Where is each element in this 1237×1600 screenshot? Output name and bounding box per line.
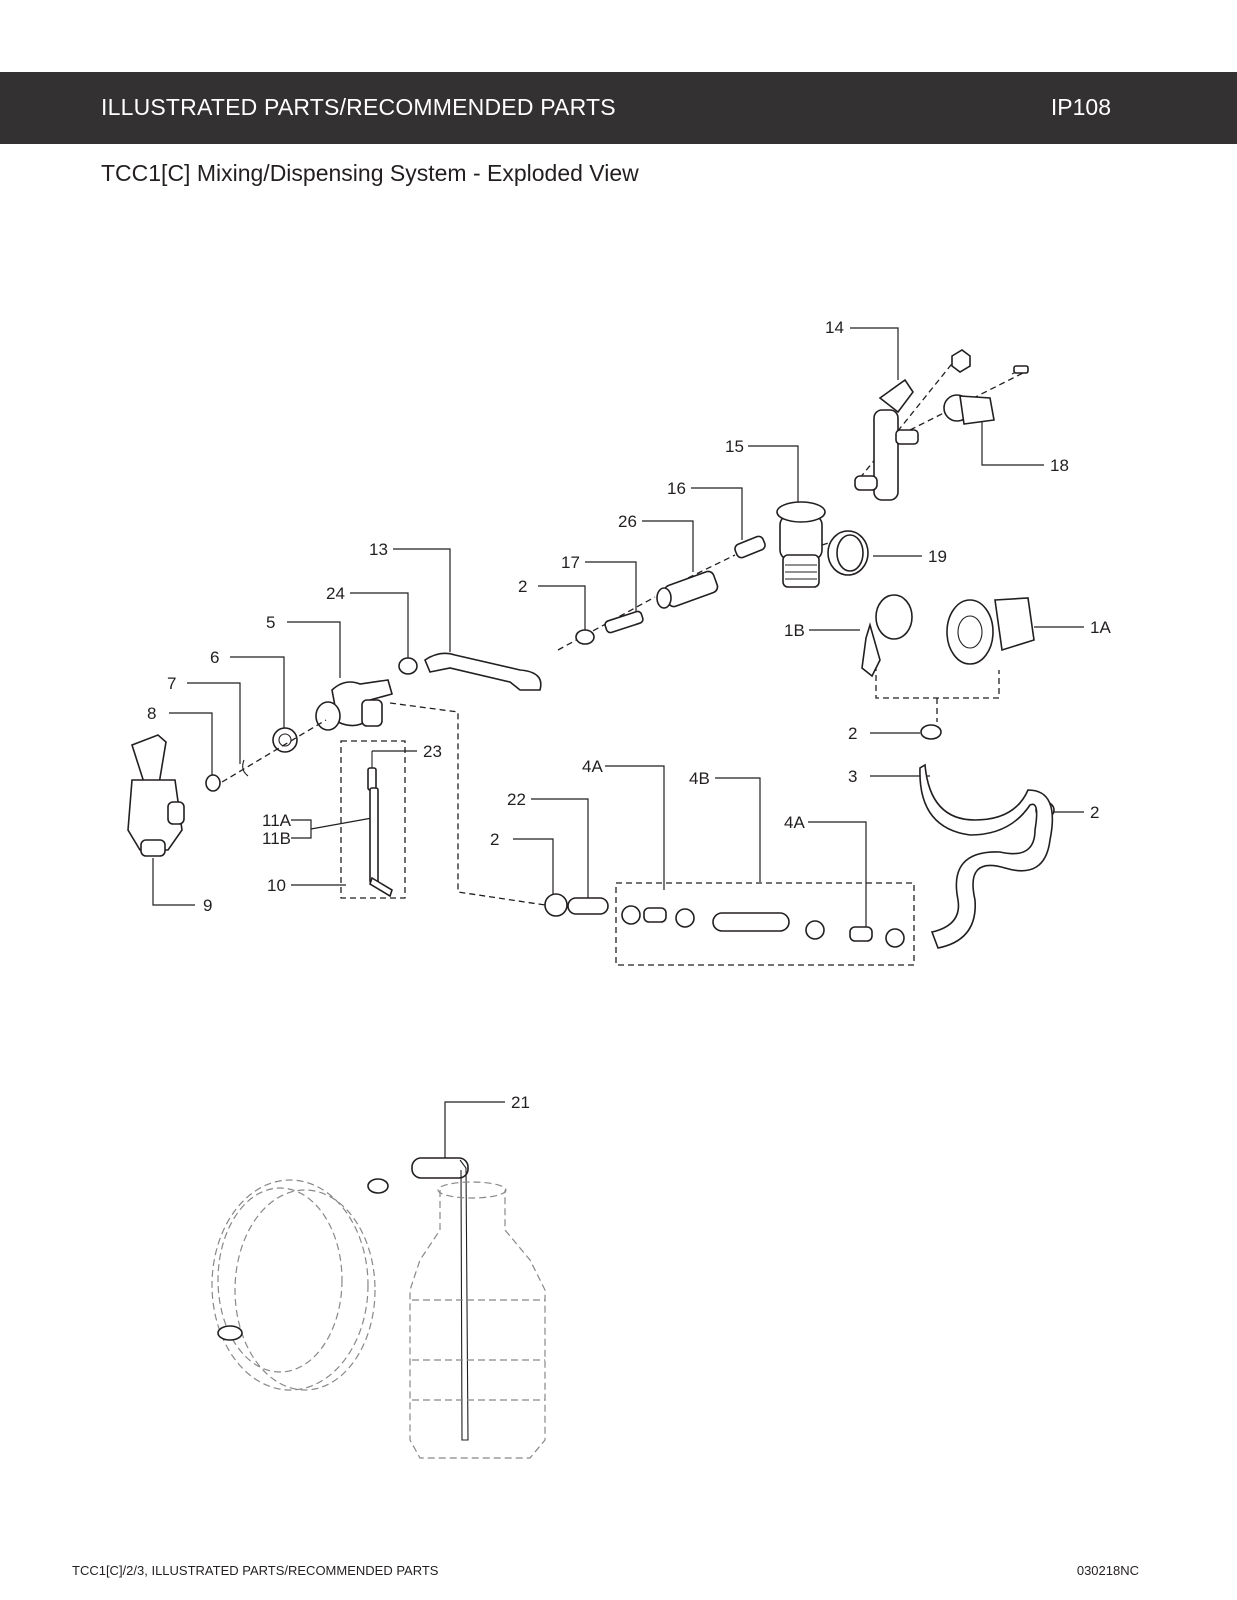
part-24-clamp	[398, 657, 418, 675]
callout-1b: 1B	[784, 621, 805, 640]
part-22-tube	[567, 897, 609, 915]
part-4b-tube	[712, 912, 790, 932]
footer-revision-code: 030218NC	[1076, 1563, 1139, 1578]
page-subtitle: TCC1[C] Mixing/Dispensing System - Explo…	[101, 160, 639, 186]
callout-18: 18	[1050, 456, 1069, 475]
callout-labels: 14 18 15 16 26 19 13 17 2 24 5 1B 1A 6 7…	[147, 318, 1111, 1112]
callout-15: 15	[725, 437, 744, 456]
callout-11a: 11A	[262, 811, 292, 830]
callout-10: 10	[267, 876, 286, 895]
part-1a-bag-connector	[946, 597, 1035, 665]
callout-7: 7	[167, 674, 176, 693]
callout-23: 23	[423, 742, 442, 761]
page-code: IP108	[1050, 94, 1111, 120]
part-14-tee-fitting	[854, 349, 971, 501]
coiled-hose-outline	[211, 1178, 389, 1391]
part-8-washer	[205, 774, 221, 792]
part-19-cap-ring	[827, 530, 869, 576]
callout-8: 8	[147, 704, 156, 723]
callout-19: 19	[928, 547, 947, 566]
callout-4a: 4A	[582, 757, 603, 776]
jug-outline	[409, 1181, 546, 1459]
part-10-t-handle	[369, 876, 393, 898]
part-6-nut	[272, 727, 298, 753]
callout-26: 26	[618, 512, 637, 531]
part-17-barb-fitting	[604, 610, 644, 634]
callout-16: 16	[667, 479, 686, 498]
part-21-pickup-tube	[411, 1157, 469, 1441]
header-title: ILLUSTRATED PARTS/RECOMMENDED PARTS	[101, 94, 616, 120]
callout-3: 3	[848, 767, 857, 786]
footer-document-ref: TCC1[C]/2/3, ILLUSTRATED PARTS/RECOMMEND…	[72, 1563, 439, 1578]
part-13-hose	[424, 652, 542, 691]
part-4a-connector	[643, 907, 667, 923]
assembly-axis	[221, 719, 327, 783]
part-11-probe-rod	[367, 751, 379, 884]
callout-22: 22	[507, 790, 526, 809]
part-15-mixing-chamber	[776, 501, 826, 588]
callout-4a: 4A	[784, 813, 805, 832]
callout-2: 2	[848, 724, 857, 743]
callout-9: 9	[203, 896, 212, 915]
callout-2: 2	[518, 577, 527, 596]
header-bar: ILLUSTRATED PARTS/RECOMMENDED PARTS IP10…	[0, 72, 1237, 144]
part-26-coupler	[656, 570, 719, 609]
part-9-faucet	[127, 734, 185, 857]
callout-2: 2	[1090, 803, 1099, 822]
part-16-nipple	[734, 535, 766, 559]
callout-6: 6	[210, 648, 219, 667]
callout-13: 13	[369, 540, 388, 559]
part-4a-connector-2	[849, 926, 873, 942]
part-18-probe	[943, 365, 1029, 425]
callout-4b: 4B	[689, 769, 710, 788]
callout-17: 17	[561, 553, 580, 572]
part-3-tubing	[919, 763, 1054, 949]
callout-21: 21	[511, 1093, 530, 1112]
part-7-ring	[242, 759, 249, 777]
callout-2: 2	[490, 830, 499, 849]
callout-24: 24	[326, 584, 345, 603]
part-5-valve-body	[315, 679, 393, 731]
callout-11b: 11B	[262, 829, 291, 848]
callout-leaders	[152, 327, 1084, 1163]
callout-14: 14	[825, 318, 844, 337]
callout-5: 5	[266, 613, 275, 632]
part-1b-elbow	[861, 594, 913, 678]
part-2-hose-clamps	[544, 629, 1055, 948]
callout-1a: 1A	[1090, 618, 1111, 637]
